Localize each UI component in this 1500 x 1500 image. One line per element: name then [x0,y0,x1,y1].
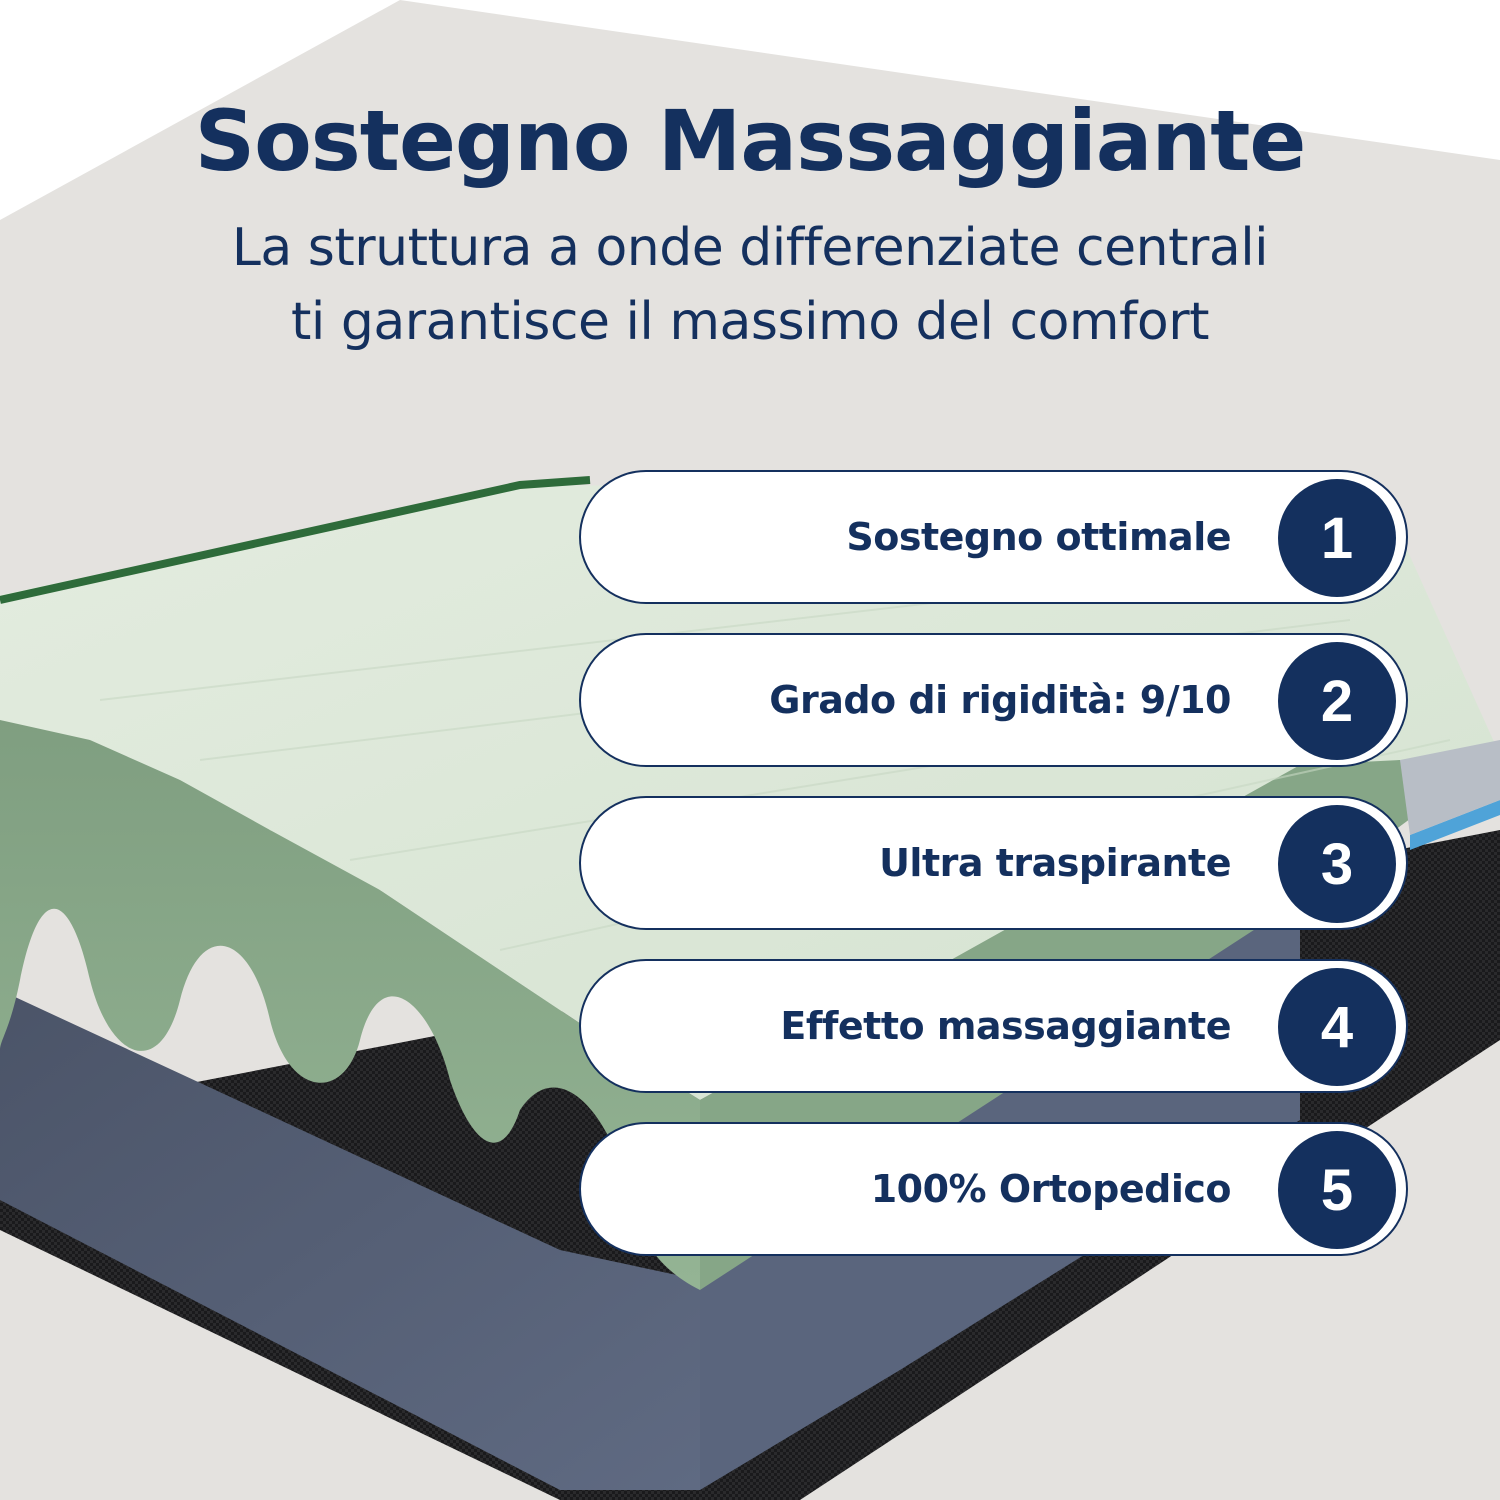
cover-edge [1410,800,1500,850]
number-badge: 4 [1278,968,1396,1086]
feature-item-1: Sostegno ottimale 1 [579,470,1408,604]
feature-label: Ultra traspirante [879,841,1231,885]
feature-item-5: 100% Ortopedico 5 [579,1122,1408,1256]
number-badge: 2 [1278,642,1396,760]
page-title: Sostegno Massaggiante [194,92,1307,190]
subtitle-line-2: ti garantisce il massimo del comfort [291,292,1209,352]
feature-label: 100% Ortopedico [870,1167,1232,1211]
feature-label: Sostegno ottimale [846,515,1231,559]
number-badge: 3 [1278,805,1396,923]
wave-foam-layer [0,712,700,1290]
number-badge: 1 [1278,479,1396,597]
subtitle-line-1: La struttura a onde differenziate centra… [231,218,1269,278]
feature-label: Effetto massaggiante [780,1004,1231,1048]
base-layer-front [0,990,700,1490]
feature-label: Grado di rigidità: 9/10 [769,678,1231,722]
feature-item-2: Grado di rigidità: 9/10 2 [579,633,1408,767]
cover-top [1400,740,1500,835]
number-badge: 5 [1278,1131,1396,1249]
feature-item-4: Effetto massaggiante 4 [579,959,1408,1093]
top-edge [0,476,591,604]
feature-item-3: Ultra traspirante 3 [579,796,1408,930]
